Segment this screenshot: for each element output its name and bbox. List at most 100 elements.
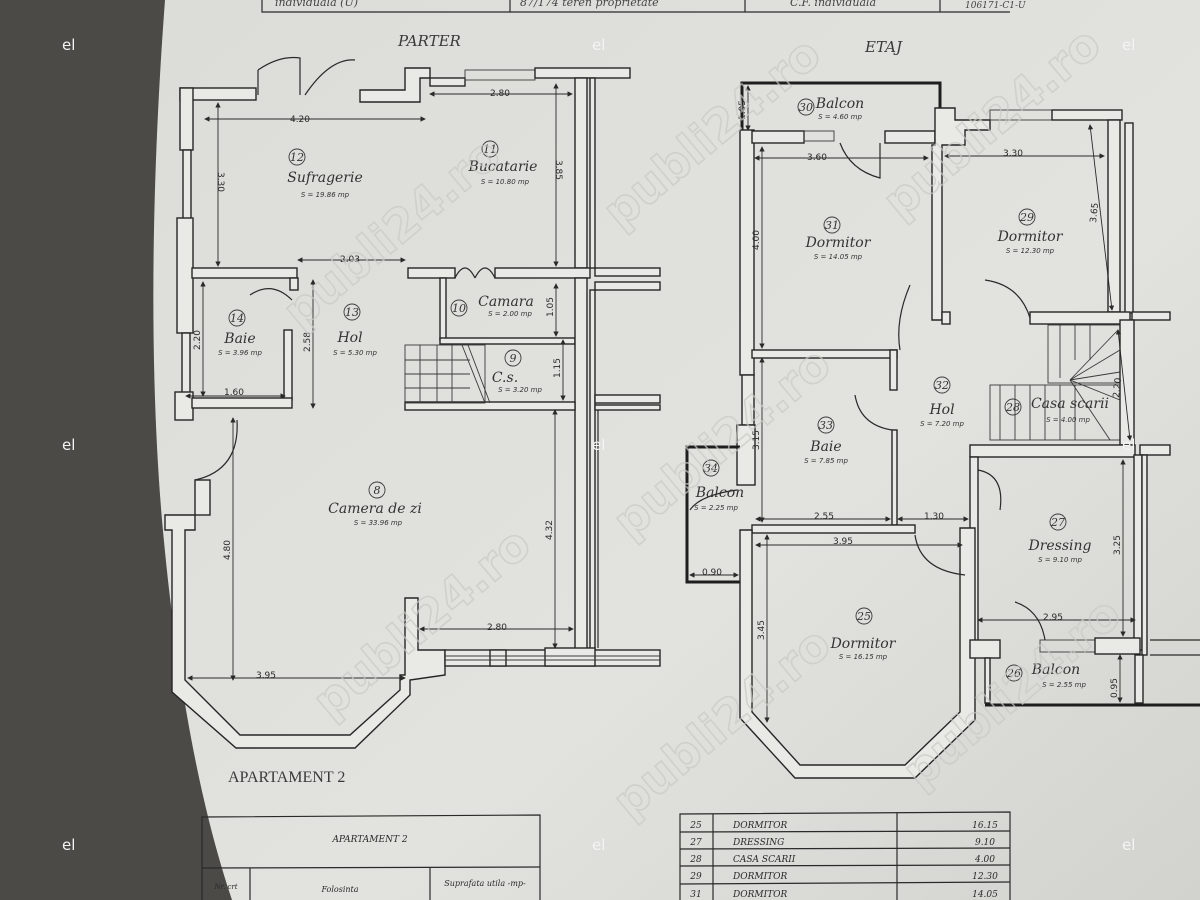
svg-text:S = 2.55 mp: S = 2.55 mp — [1042, 681, 1086, 689]
svg-text:13: 13 — [345, 306, 359, 319]
etaj-dimensions: 1.05 3.60 4.00 3.30 3.65 2.20 3.15 2.55 … — [689, 85, 1136, 723]
svg-text:Baie: Baie — [809, 439, 841, 455]
svg-text:2.20: 2.20 — [193, 330, 203, 350]
svg-text:4.20: 4.20 — [290, 115, 310, 125]
svg-text:C.s.: C.s. — [492, 370, 518, 386]
strip-cell: individuala (U) — [275, 0, 358, 9]
svg-text:25: 25 — [689, 821, 702, 831]
svg-text:S = 3.96 mp: S = 3.96 mp — [218, 349, 262, 357]
svg-text:12.30: 12.30 — [972, 872, 998, 882]
svg-text:1.15: 1.15 — [553, 358, 563, 378]
svg-text:1.30: 1.30 — [924, 512, 944, 522]
svg-text:CASA SCARII: CASA SCARII — [733, 855, 796, 865]
svg-text:2.80: 2.80 — [490, 89, 510, 99]
svg-text:0.95: 0.95 — [1110, 678, 1120, 698]
svg-text:S = 12.30 mp: S = 12.30 mp — [1006, 247, 1055, 255]
svg-text:S = 4.60 mp: S = 4.60 mp — [818, 113, 862, 121]
svg-text:12: 12 — [290, 151, 304, 164]
svg-text:28: 28 — [1005, 401, 1020, 414]
svg-text:S = 3.20 mp: S = 3.20 mp — [498, 386, 542, 394]
svg-text:31: 31 — [690, 890, 701, 900]
svg-text:el: el — [592, 436, 605, 454]
svg-text:DORMITOR: DORMITOR — [732, 890, 788, 900]
svg-text:Hol: Hol — [928, 402, 954, 418]
svg-text:Casa scarii: Casa scarii — [1031, 396, 1109, 412]
table-row: 31 DORMITOR 14.05 — [690, 890, 998, 900]
svg-text:S = 2.25 mp: S = 2.25 mp — [694, 504, 738, 512]
svg-text:32: 32 — [935, 379, 949, 392]
svg-text:el: el — [62, 36, 75, 54]
svg-text:3.25: 3.25 — [1113, 535, 1123, 555]
svg-text:DORMITOR: DORMITOR — [732, 872, 788, 882]
svg-text:14: 14 — [230, 312, 244, 325]
svg-text:2.55: 2.55 — [814, 512, 834, 522]
svg-text:DORMITOR: DORMITOR — [732, 821, 788, 831]
svg-text:9: 9 — [510, 352, 517, 365]
svg-text:Balcon: Balcon — [1031, 662, 1080, 678]
svg-text:Camara: Camara — [478, 294, 534, 310]
etaj-title: ETAJ — [864, 38, 903, 56]
svg-text:16.15: 16.15 — [972, 821, 998, 831]
svg-text:S = 2.00 mp: S = 2.00 mp — [488, 310, 532, 318]
svg-text:3.65: 3.65 — [1089, 202, 1101, 223]
svg-text:1.05: 1.05 — [546, 297, 556, 317]
svg-text:2.20: 2.20 — [1112, 377, 1124, 398]
svg-text:9.10: 9.10 — [975, 838, 995, 848]
svg-text:el: el — [1122, 836, 1135, 854]
parter-dimensions: 4.20 2.80 3.30 3.85 2.03 1.05 1.15 2.20 … — [185, 83, 574, 681]
corner-watermark-marks: el el el el el el el el el — [62, 36, 1135, 854]
svg-text:3.15: 3.15 — [752, 430, 762, 450]
svg-text:el: el — [62, 436, 75, 454]
svg-text:Dormitor: Dormitor — [805, 235, 872, 251]
svg-text:26: 26 — [1006, 667, 1021, 680]
table-row: 25 DORMITOR 16.15 — [689, 821, 998, 831]
column-header: Folosinta — [320, 885, 358, 894]
svg-text:10: 10 — [452, 302, 466, 315]
header-strip-table: individuala (U) 87/174 teren proprietate… — [261, 0, 1026, 13]
svg-text:Dormitor: Dormitor — [997, 229, 1064, 245]
svg-text:DRESSING: DRESSING — [732, 838, 784, 848]
svg-text:4.00: 4.00 — [752, 230, 762, 250]
svg-text:el: el — [1122, 436, 1135, 454]
svg-text:el: el — [1122, 36, 1135, 54]
svg-text:Dormitor: Dormitor — [830, 636, 897, 652]
svg-text:S = 33.96 mp: S = 33.96 mp — [354, 519, 403, 527]
parter-plan: PARTER — [164, 32, 661, 749]
svg-text:4.32: 4.32 — [545, 520, 555, 540]
svg-text:el: el — [62, 836, 75, 854]
svg-text:S = 16.15 mp: S = 16.15 mp — [839, 653, 888, 661]
svg-text:3.95: 3.95 — [256, 671, 276, 681]
strip-cell: 87/174 teren proprietate — [520, 0, 659, 9]
svg-text:27: 27 — [689, 838, 702, 848]
svg-text:3.85: 3.85 — [553, 160, 563, 180]
svg-text:3.95: 3.95 — [833, 537, 853, 547]
summary-table: APARTAMENT 2 Nr. crt Folosinta Suprafata… — [201, 814, 541, 900]
svg-text:S = 5.30 mp: S = 5.30 mp — [333, 349, 377, 357]
svg-text:4.80: 4.80 — [223, 540, 233, 560]
svg-text:28: 28 — [689, 855, 702, 865]
apartment-label: APARTAMENT 2 — [228, 769, 345, 786]
svg-text:29: 29 — [1019, 211, 1034, 224]
room-9: 9C.s.S = 3.20 mp — [492, 349, 542, 394]
strip-cell: C.F. individuala — [790, 0, 876, 9]
svg-text:33: 33 — [819, 419, 833, 432]
svg-text:0.90: 0.90 — [702, 568, 722, 578]
svg-text:14.05: 14.05 — [972, 890, 998, 900]
svg-text:S = 7.85 mp: S = 7.85 mp — [804, 457, 848, 465]
svg-text:30: 30 — [799, 101, 813, 114]
svg-text:Sufragerie: Sufragerie — [287, 170, 363, 186]
